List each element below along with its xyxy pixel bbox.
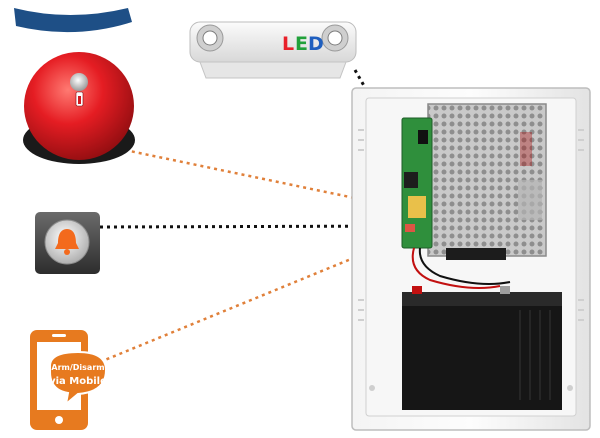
badge-line-1: Arm/Disarm bbox=[51, 363, 104, 372]
led-emergency-light-icon: L E D bbox=[189, 21, 357, 79]
led-letter-l: L bbox=[282, 33, 294, 55]
red-alarm-bell-icon bbox=[23, 52, 135, 164]
power-supply-unit bbox=[427, 103, 547, 260]
led-letter-d: D bbox=[308, 33, 324, 55]
led-letter-e: E bbox=[295, 33, 308, 55]
badge-line-2: via Mobile bbox=[49, 376, 107, 387]
control-board bbox=[401, 117, 433, 249]
backup-battery bbox=[402, 286, 562, 410]
wires bbox=[411, 247, 511, 289]
blue-banner-shape bbox=[14, 8, 132, 33]
bell-button-icon bbox=[35, 212, 100, 274]
arm-disarm-badge: Arm/Disarm via Mobile bbox=[49, 350, 107, 407]
